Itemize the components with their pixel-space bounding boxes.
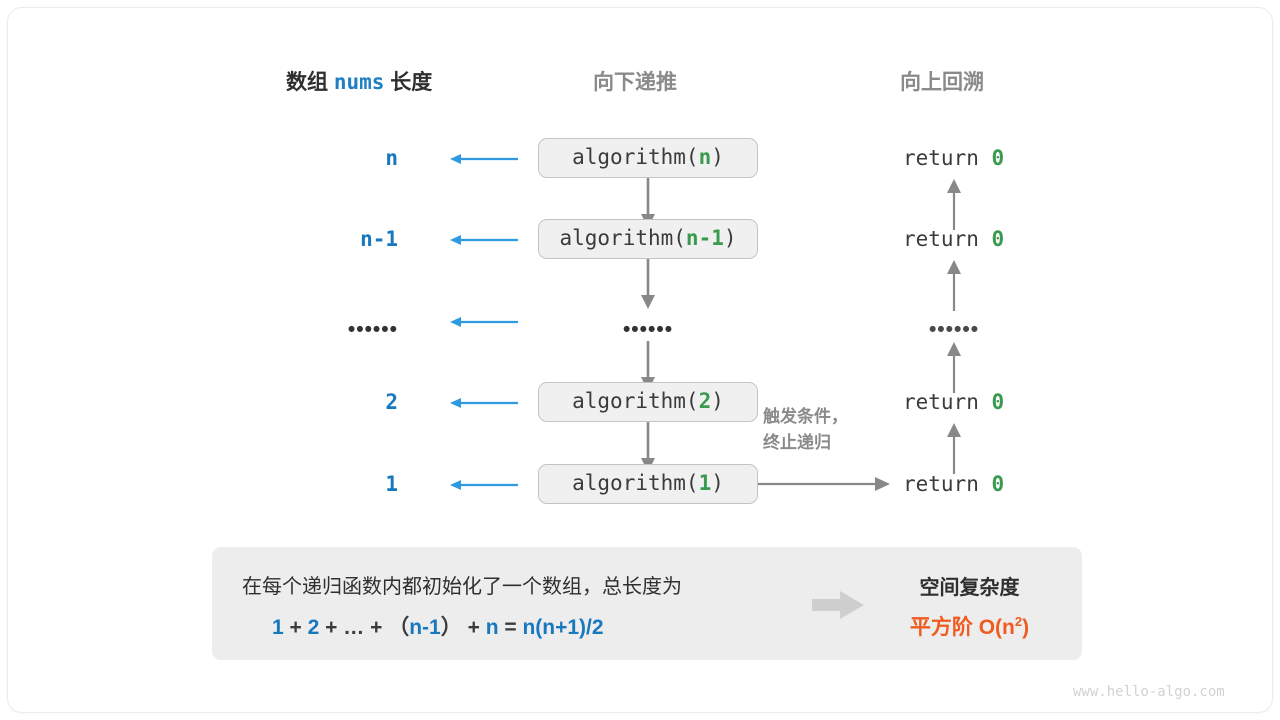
blue-arrow-row-1 xyxy=(450,154,518,164)
length-label-row-1: n xyxy=(385,146,398,170)
header-left-suffix: 长度 xyxy=(390,71,433,94)
return-label-row-4: return 0 xyxy=(903,390,1004,414)
return-label-row-3-dots: •••••• xyxy=(928,318,980,341)
call-box-suffix-2: ) xyxy=(723,226,737,250)
call-box-row-5[interactable]: algorithm(1) xyxy=(538,464,758,504)
blue-arrow-row-2 xyxy=(450,235,518,245)
call-box-arg-5: 1 xyxy=(698,471,712,495)
formula-op-2: + xyxy=(325,616,338,639)
up-arrow-3 xyxy=(947,342,961,393)
length-label-row-2: n-1 xyxy=(360,227,398,251)
return-keyword-2: return xyxy=(903,227,979,251)
call-box-arg-2: n-1 xyxy=(685,226,724,250)
call-box-row-1[interactable]: algorithm(n) xyxy=(538,138,758,178)
call-box-row-4[interactable]: algorithm(2) xyxy=(538,382,758,422)
right-block-arrow-icon xyxy=(812,591,864,619)
formula-term-3: n-1 xyxy=(409,616,441,639)
termination-annotation-line-1: 触发条件， xyxy=(763,407,848,426)
complexity-order-label: 平方阶 xyxy=(909,616,973,639)
formula-result: n(n+1)/2 xyxy=(522,616,604,639)
up-arrow-4 xyxy=(947,423,961,474)
complexity-value: 平方阶 O(n2) xyxy=(882,611,1057,641)
call-box-arg-4: 2 xyxy=(698,389,712,413)
watermark: www.hello-algo.com xyxy=(1073,684,1225,700)
formula-op-4: + xyxy=(467,616,480,639)
up-arrow-1 xyxy=(947,179,961,230)
call-box-suffix-1: ) xyxy=(711,145,724,169)
call-box-prefix-2: algorithm( xyxy=(559,226,686,250)
blue-arrow-row-3 xyxy=(450,317,518,327)
complexity-exponent: 2 xyxy=(1014,614,1023,629)
header-left-code: nums xyxy=(333,70,385,94)
header-left-prefix: 数组 xyxy=(286,71,328,94)
call-box-prefix-5: algorithm( xyxy=(572,471,699,495)
formula-op-3: + xyxy=(370,616,383,639)
call-box-prefix-1: algorithm( xyxy=(572,145,699,169)
formula-equals: = xyxy=(504,616,517,639)
call-box-suffix-4: ) xyxy=(711,389,724,413)
diagram-canvas: 数组 nums 长度 向下递推 向上回溯 n algorithm(n) retu… xyxy=(8,8,1272,712)
complexity-title: 空间复杂度 xyxy=(919,577,1020,599)
return-value-5: 0 xyxy=(991,472,1005,496)
return-label-row-5: return 0 xyxy=(903,472,1004,496)
return-value-2: 0 xyxy=(991,227,1005,251)
column-header-right: 向上回溯 xyxy=(900,71,984,94)
complexity-notation: O(n xyxy=(978,616,1015,639)
blue-arrow-row-4 xyxy=(450,398,518,408)
return-value-1: 0 xyxy=(991,146,1005,170)
return-value-4: 0 xyxy=(991,390,1005,414)
return-keyword-1: return xyxy=(903,146,979,170)
length-label-row-5: 1 xyxy=(385,472,398,496)
up-arrow-2 xyxy=(947,260,961,311)
column-header-left: 数组 nums 长度 xyxy=(286,66,432,96)
formula-op-1: + xyxy=(289,616,302,639)
call-box-arg-1: n xyxy=(698,145,712,169)
blue-arrow-row-5 xyxy=(450,480,518,490)
formula-paren-open: （ xyxy=(388,616,410,639)
return-keyword-5: return xyxy=(903,472,979,496)
call-box-suffix-5: ) xyxy=(711,471,724,495)
termination-annotation-line-2: 终止递归 xyxy=(763,433,831,452)
formula-term-1: 1 xyxy=(272,616,284,639)
call-box-prefix-4: algorithm( xyxy=(572,389,699,413)
formula-paren-close: ） xyxy=(440,616,462,639)
summary-formula: 1 + 2 + … + （n-1） + n = n(n+1)/2 xyxy=(272,611,604,641)
complexity-notation-end: ) xyxy=(1022,616,1030,639)
length-label-row-4: 2 xyxy=(385,390,398,414)
return-keyword-4: return xyxy=(903,390,979,414)
return-label-row-1: return 0 xyxy=(903,146,1004,170)
call-box-row-2[interactable]: algorithm(n-1) xyxy=(538,219,758,259)
summary-description: 在每个递归函数内都初始化了一个数组，总长度为 xyxy=(242,576,682,598)
return-label-row-2: return 0 xyxy=(903,227,1004,251)
call-box-row-3-dots: •••••• xyxy=(622,318,674,341)
base-case-arrow xyxy=(758,477,890,491)
summary-panel: 在每个递归函数内都初始化了一个数组，总长度为 1 + 2 + … + （n-1）… xyxy=(212,547,1082,660)
column-header-middle: 向下递推 xyxy=(593,71,677,94)
formula-term-4: n xyxy=(485,616,499,639)
termination-annotation: 触发条件， 终止递归 xyxy=(763,404,848,456)
down-arrow-2 xyxy=(641,259,655,309)
formula-ellipsis: … xyxy=(343,616,365,639)
formula-term-2: 2 xyxy=(307,616,320,639)
length-label-row-3: •••••• xyxy=(347,318,398,341)
